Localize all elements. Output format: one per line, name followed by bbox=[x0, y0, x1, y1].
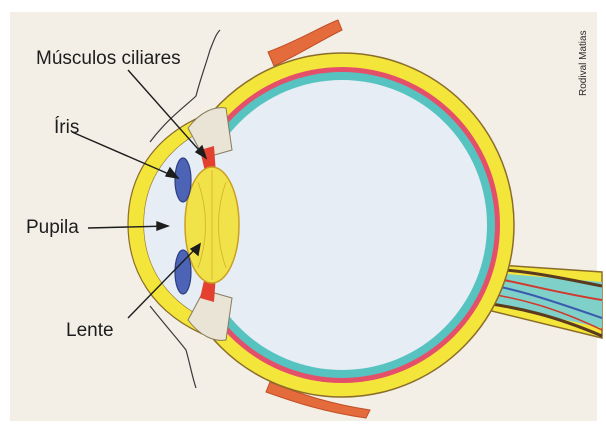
label-pupil: Pupila bbox=[26, 217, 79, 238]
illustrator-credit: Rodival Matias bbox=[578, 30, 589, 96]
vitreous-body bbox=[197, 80, 487, 370]
label-lens: Lente bbox=[66, 320, 114, 341]
iris-upper bbox=[175, 158, 191, 202]
label-iris: Íris bbox=[54, 117, 79, 138]
label-ciliary-muscles: Músculos ciliares bbox=[36, 48, 181, 69]
